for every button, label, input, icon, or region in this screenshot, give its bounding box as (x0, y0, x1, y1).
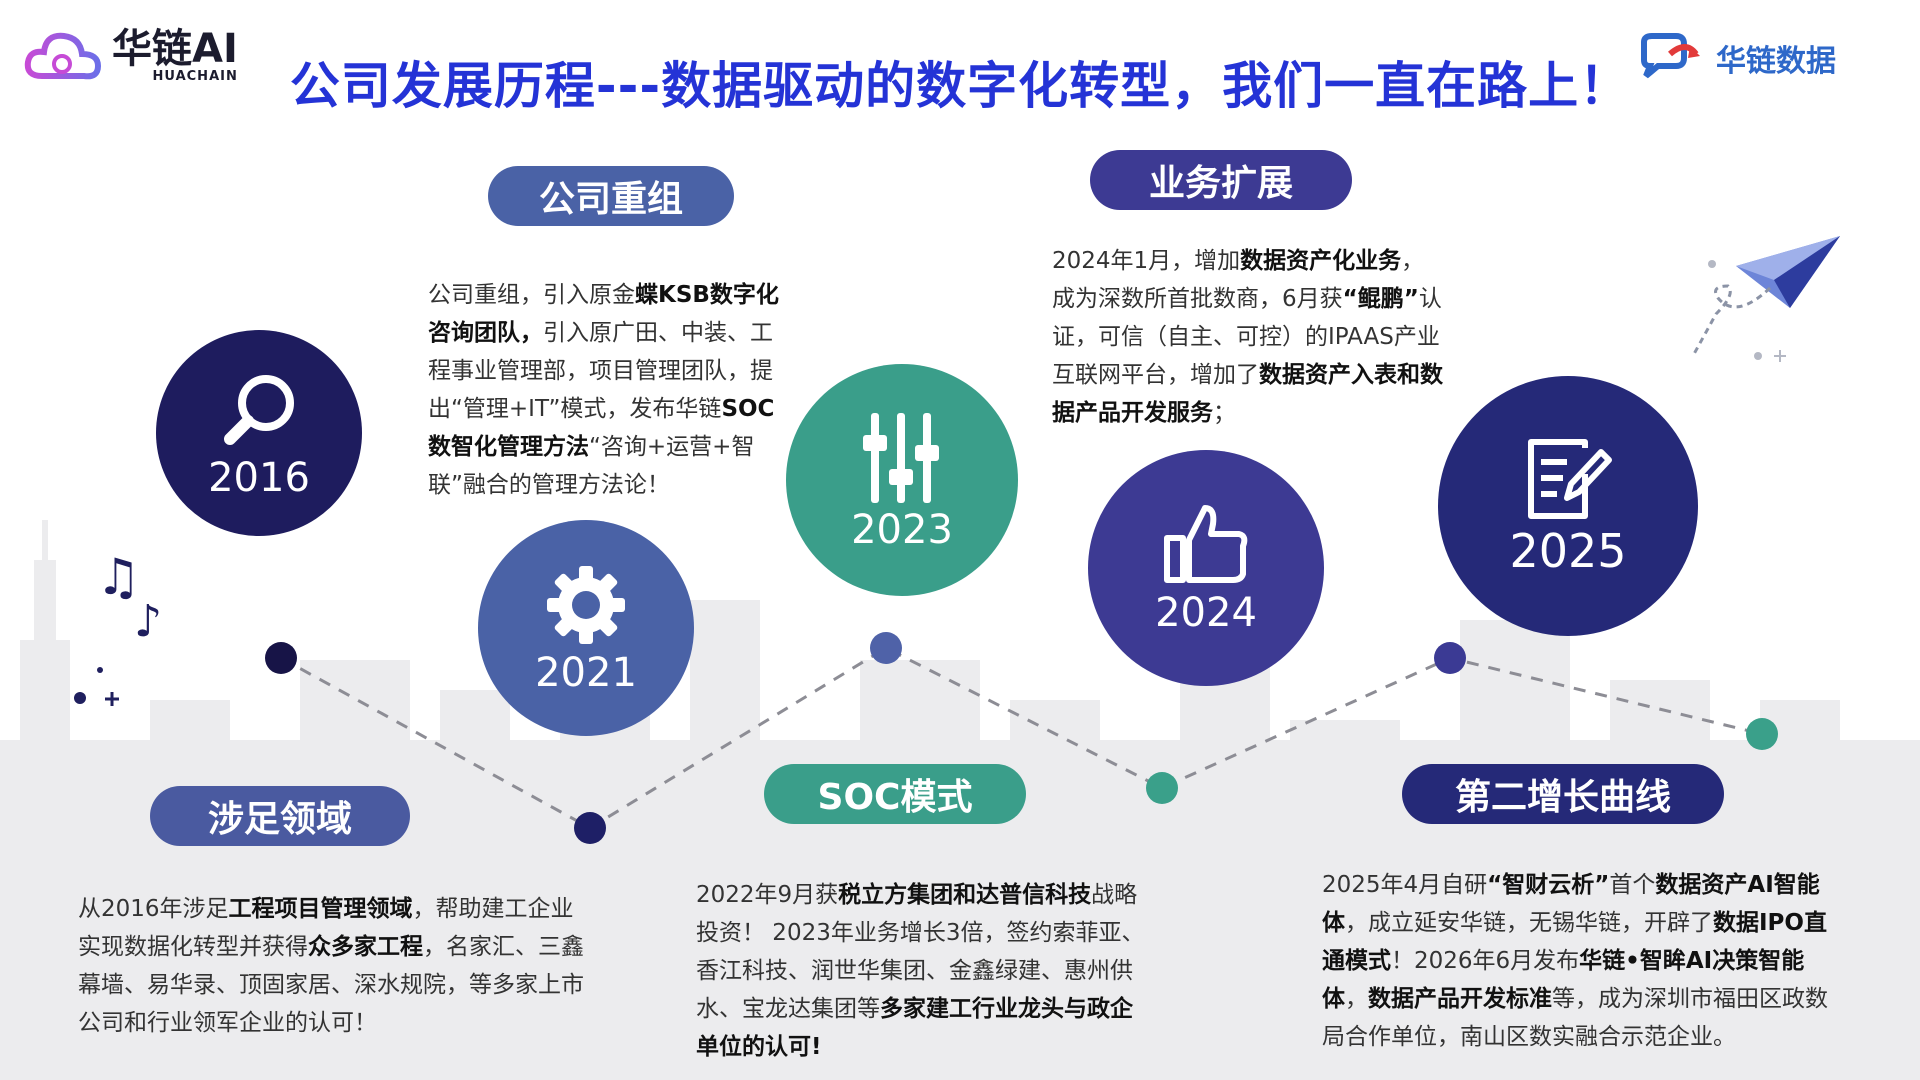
stage-pill-soc-mode: SOC模式 (764, 764, 1026, 824)
desc-business-expansion: 2024年1月，增加数据资产化业务，成为深数所首批数商，6月获“鲲鹏”认证，可信… (1052, 248, 1443, 426)
year-label: 2023 (851, 507, 953, 553)
chat-arrows-logo-icon (1641, 33, 1700, 79)
desc-domain-entry: 从2016年涉足工程项目管理领域，帮助建工企业实现数据化转型并获得众多家工程，名… (78, 896, 584, 1036)
right-logo-name: 华链数据 (1716, 44, 1836, 79)
thumbs-up-icon (1164, 505, 1248, 583)
desc-soc-mode: 2022年9月获税立方集团和达普信科技战略投资！ 2023年业务增长3倍，签约索… (696, 882, 1145, 1060)
search-icon (224, 375, 294, 445)
edit-document-icon (1528, 439, 1612, 519)
year-circle-2016: 2016 (156, 330, 362, 536)
stage-pill-second-growth: 第二增长曲线 (1402, 764, 1724, 824)
year-label: 2025 (1509, 524, 1627, 578)
music-note-icon: ♫ (96, 548, 141, 606)
timeline-node (265, 642, 297, 674)
year-circle-2023: 2023 (786, 364, 1018, 596)
year-circle-2021: 2021 (478, 520, 694, 736)
timeline-node (1434, 642, 1466, 674)
huachain-ai-logo: 华链AI HUACHAIN (24, 28, 238, 84)
timeline-path (280, 646, 1763, 830)
desc-second-growth: 2025年4月自研“智财云析”首个数据资产AI智能体，成立延安华链，无锡华链，开… (1322, 872, 1828, 1050)
paper-plane-icon (1692, 236, 1840, 362)
desc-company-reorg: 公司重组，引入原金蝶KSB数字化咨询团队，引入原广田、中装、工程事业管理部，项目… (428, 282, 779, 498)
timeline-node (574, 812, 606, 844)
left-logo-name: 华链AI (112, 25, 238, 72)
year-circle-2025: 2025 (1438, 376, 1698, 636)
year-circle-2024: 2024 (1088, 450, 1324, 686)
year-label: 2016 (208, 455, 310, 501)
huachain-data-logo: 华链数据 (1636, 32, 1836, 84)
cloud-logo-icon (24, 32, 102, 80)
gear-icon (547, 566, 625, 644)
stage-pill-domain-entry: 涉足领域 (150, 786, 410, 846)
sparkle-dots-icon (74, 667, 119, 706)
sliders-icon (863, 413, 939, 503)
timeline-node (1146, 772, 1178, 804)
stage-pill-business-expansion: 业务扩展 (1090, 150, 1352, 210)
music-note-icon: ♪ (134, 596, 163, 647)
timeline-node (870, 632, 902, 664)
year-label: 2021 (535, 650, 637, 696)
timeline-node (1746, 718, 1778, 750)
left-logo-sub: HUACHAIN (152, 68, 238, 84)
stage-pill-company-reorg: 公司重组 (488, 166, 734, 226)
page-title: 公司发展历程---数据驱动的数字化转型，我们一直在路上！ (289, 57, 1631, 115)
year-label: 2024 (1155, 590, 1257, 636)
